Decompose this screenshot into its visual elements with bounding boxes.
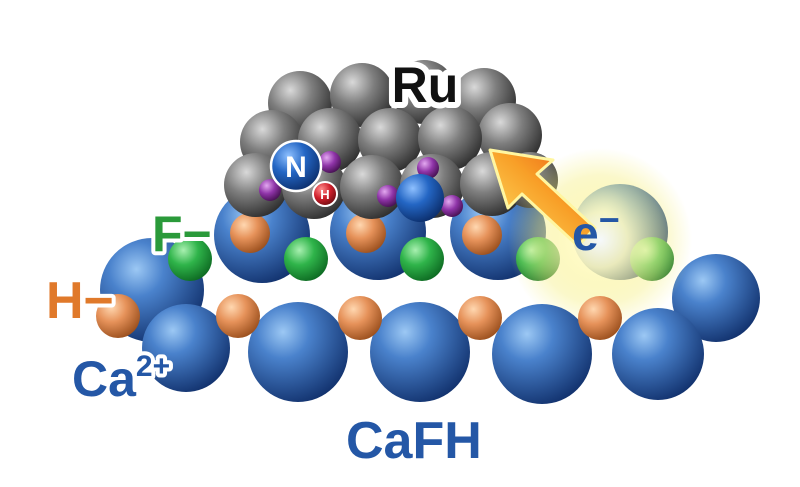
electron-donation bbox=[488, 148, 692, 332]
h-ion-label: H− bbox=[46, 272, 114, 330]
labels: Ru Ru F− F− H− H− Ca2+ Ca2+ e− CaFH bbox=[42, 51, 620, 470]
ca-ion bbox=[370, 302, 470, 402]
ammonia-h-atom bbox=[441, 195, 463, 217]
h-ion bbox=[578, 296, 622, 340]
ca-ion-label: Ca2+ bbox=[72, 350, 170, 407]
h-ion bbox=[462, 215, 502, 255]
h-ion bbox=[230, 213, 270, 253]
electron-transfer-arrow-icon bbox=[488, 148, 597, 248]
ammonia-h-atom bbox=[417, 157, 439, 179]
f-ion bbox=[400, 237, 444, 281]
nitrogen-symbol: N bbox=[285, 151, 307, 184]
ca-ion bbox=[248, 302, 348, 402]
adsorbed-ammonia bbox=[377, 157, 463, 222]
ru-label: Ru bbox=[392, 57, 459, 113]
ca-ion bbox=[612, 308, 704, 400]
hydrogen-atom bbox=[312, 181, 338, 207]
f-ion-label: F− bbox=[152, 206, 212, 262]
f-ion bbox=[284, 237, 328, 281]
ammonia-h-atom bbox=[259, 179, 281, 201]
h-ion bbox=[338, 296, 382, 340]
ru-atom bbox=[340, 155, 404, 219]
hydrogen-symbol: H bbox=[320, 187, 329, 202]
ca-ion-label: Ca2+ bbox=[72, 350, 170, 407]
ammonia-h-atom bbox=[377, 185, 399, 207]
ca-ion bbox=[142, 304, 230, 392]
h-ion-label: H− bbox=[46, 272, 114, 330]
nitrogen-atom bbox=[269, 139, 323, 193]
ammonia-h-atom bbox=[319, 151, 341, 173]
electron-label: e− bbox=[572, 199, 620, 261]
ca-ion bbox=[672, 254, 760, 342]
h-ion bbox=[458, 296, 502, 340]
h-ion bbox=[216, 294, 260, 338]
f-ion-label: F− bbox=[152, 206, 212, 262]
ru-atom bbox=[418, 106, 482, 170]
f-ion bbox=[168, 237, 212, 281]
ru-label: Ru bbox=[392, 57, 459, 113]
ammonia-n-atom bbox=[396, 174, 444, 222]
adsorbed-nh-species: N H bbox=[259, 139, 341, 207]
material-label: CaFH bbox=[346, 412, 482, 470]
h-ion bbox=[96, 294, 140, 338]
lattice-front-row bbox=[96, 294, 704, 404]
ca-ion bbox=[492, 304, 592, 404]
h-ion bbox=[346, 213, 386, 253]
